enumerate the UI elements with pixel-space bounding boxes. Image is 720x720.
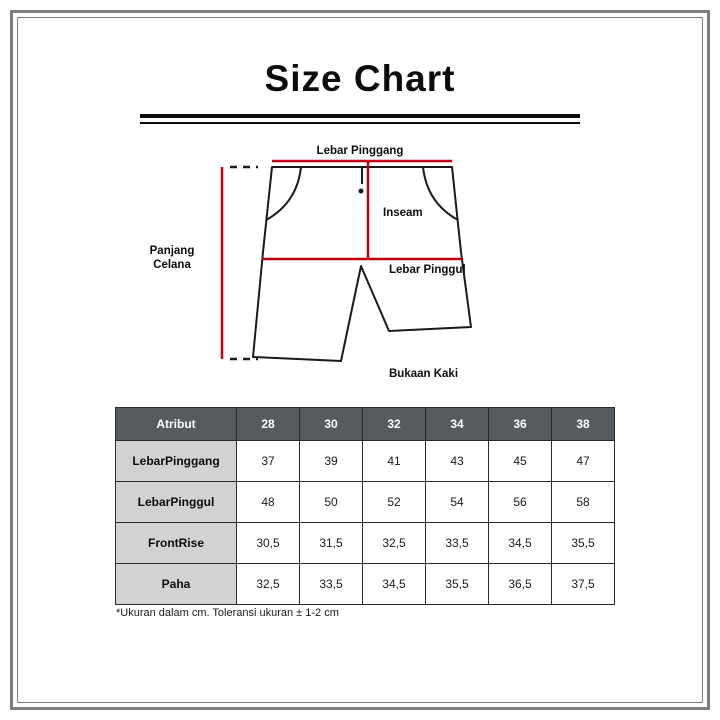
size-value: 39 <box>299 440 363 482</box>
leg-opening-label: Bukaan Kaki <box>389 368 459 380</box>
size-value: 54 <box>425 481 489 523</box>
size-value: 50 <box>299 481 363 523</box>
shorts-diagram-svg <box>220 159 472 362</box>
table-row: Paha 32,5 33,5 34,5 35,5 36,5 37,5 <box>115 563 615 605</box>
size-value: 36,5 <box>488 563 552 605</box>
table-row: LebarPinggang 37 39 41 43 45 47 <box>115 440 615 482</box>
inner-border-frame <box>17 17 703 703</box>
size-value: 33,5 <box>299 563 363 605</box>
shorts-measurement-diagram <box>0 140 720 405</box>
size-value: 56 <box>488 481 552 523</box>
size-value: 47 <box>551 440 615 482</box>
size-value: 31,5 <box>299 522 363 564</box>
pants-length-label: Panjang Celana <box>149 245 195 272</box>
size-value: 41 <box>362 440 426 482</box>
size-value: 52 <box>362 481 426 523</box>
table-header-row: Atribut 28 30 32 34 36 38 <box>115 407 615 441</box>
size-value: 34,5 <box>362 563 426 605</box>
hip-label: Lebar Pinggul <box>389 264 466 276</box>
size-value: 32,5 <box>236 563 300 605</box>
row-label: LebarPinggul <box>115 481 237 523</box>
col-header-attribute: Atribut <box>115 407 237 441</box>
col-header-size: 34 <box>425 407 489 441</box>
size-value: 32,5 <box>362 522 426 564</box>
size-table: Atribut 28 30 32 34 36 38 LebarPinggang … <box>115 407 615 605</box>
table-row: FrontRise 30,5 31,5 32,5 33,5 34,5 35,5 <box>115 522 615 564</box>
size-value: 35,5 <box>551 522 615 564</box>
size-value: 48 <box>236 481 300 523</box>
table-row: LebarPinggul 48 50 52 54 56 58 <box>115 481 615 523</box>
inseam-label: Inseam <box>383 207 423 219</box>
size-value: 33,5 <box>425 522 489 564</box>
outer-border-frame <box>10 10 710 710</box>
col-header-size: 32 <box>362 407 426 441</box>
size-value: 58 <box>551 481 615 523</box>
size-footnote: *Ukuran dalam cm. Toleransi ukuran ± 1-2… <box>116 607 339 619</box>
size-value: 35,5 <box>425 563 489 605</box>
title-underline-thick <box>140 114 580 118</box>
size-value: 43 <box>425 440 489 482</box>
row-label: Paha <box>115 563 237 605</box>
waist-label: Lebar Pinggang <box>316 145 404 157</box>
title-underline-thin <box>140 122 580 124</box>
col-header-size: 36 <box>488 407 552 441</box>
right-pocket-curve <box>422 166 459 221</box>
shorts-outline <box>252 166 472 362</box>
row-label: LebarPinggang <box>115 440 237 482</box>
size-value: 30,5 <box>236 522 300 564</box>
row-label: FrontRise <box>115 522 237 564</box>
left-pocket-curve <box>265 166 302 221</box>
col-header-size: 30 <box>299 407 363 441</box>
size-value: 45 <box>488 440 552 482</box>
col-header-size: 38 <box>551 407 615 441</box>
waist-button-dot <box>358 188 364 194</box>
size-value: 37 <box>236 440 300 482</box>
col-header-size: 28 <box>236 407 300 441</box>
page-title: Size Chart <box>264 58 456 99</box>
size-value: 37,5 <box>551 563 615 605</box>
size-value: 34,5 <box>488 522 552 564</box>
